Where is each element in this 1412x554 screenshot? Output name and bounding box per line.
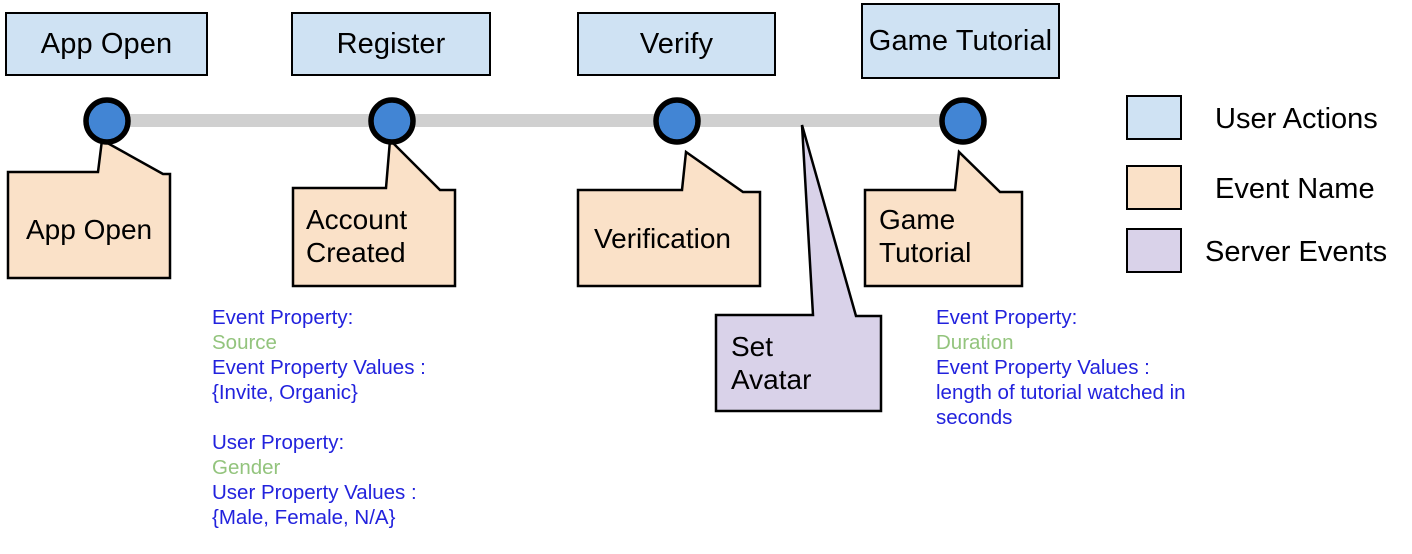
timeline-node-register[interactable] bbox=[368, 97, 416, 145]
callout-shape-game-tutorial bbox=[863, 149, 1024, 288]
annotation-spacer bbox=[212, 405, 426, 430]
callout-label-game-tutorial: Game Tutorial bbox=[879, 204, 972, 269]
callout-label-account-created: Account Created bbox=[306, 204, 408, 269]
callout-shape-account-created bbox=[291, 137, 457, 288]
tutorial-event-property-label: Event Property: bbox=[936, 306, 1078, 329]
legend-swatch-event-name bbox=[1126, 165, 1182, 210]
tutorial-event-property-name: Duration bbox=[936, 331, 1014, 354]
stage-box-app-open[interactable]: App Open bbox=[5, 12, 208, 76]
stage-box-register[interactable]: Register bbox=[291, 12, 491, 76]
tutorial-event-property-values-line1: length of tutorial watched in bbox=[936, 381, 1186, 404]
timeline-node-game-tutorial[interactable] bbox=[939, 97, 987, 145]
register-user-property-name: Gender bbox=[212, 456, 281, 479]
callout-shape-set-avatar bbox=[714, 124, 883, 413]
callout-shape-verification bbox=[576, 149, 762, 288]
register-event-property-label: Event Property: bbox=[212, 306, 354, 329]
timeline-node-verify[interactable] bbox=[653, 97, 701, 145]
register-user-property-label: User Property: bbox=[212, 431, 345, 454]
tutorial-event-property-values-label: Event Property Values : bbox=[936, 356, 1150, 379]
callout-shape-app-open bbox=[6, 138, 172, 280]
callout-label-app-open: App Open bbox=[26, 214, 153, 245]
timeline-bar bbox=[107, 114, 964, 127]
legend-swatch-server-events bbox=[1126, 228, 1182, 273]
tutorial-event-property-values-line2: seconds bbox=[936, 406, 1013, 429]
register-event-property-values-label: Event Property Values : bbox=[212, 356, 426, 379]
register-event-property-values: {Invite, Organic} bbox=[212, 381, 358, 404]
legend-label-event-name: Event Name bbox=[1215, 173, 1375, 205]
legend-label-server-events: Server Events bbox=[1205, 236, 1388, 268]
annotation-block-register: Event Property: Source Event Property Va… bbox=[212, 305, 426, 530]
timeline-node-app-open[interactable] bbox=[83, 97, 131, 145]
callout-label-verification: Verification bbox=[594, 223, 731, 254]
stage-box-verify[interactable]: Verify bbox=[577, 12, 776, 76]
annotation-block-game-tutorial: Event Property: Duration Event Property … bbox=[936, 305, 1186, 430]
legend-label-user-actions: User Actions bbox=[1215, 103, 1378, 135]
legend-swatch-user-actions bbox=[1126, 95, 1182, 140]
stage-box-game-tutorial[interactable]: Game Tutorial bbox=[861, 3, 1060, 79]
register-user-property-values-label: User Property Values : bbox=[212, 481, 417, 504]
register-user-property-values: {Male, Female, N/A} bbox=[212, 506, 396, 529]
callout-label-set-avatar: Set Avatar bbox=[731, 331, 812, 396]
register-event-property-name: Source bbox=[212, 331, 277, 354]
